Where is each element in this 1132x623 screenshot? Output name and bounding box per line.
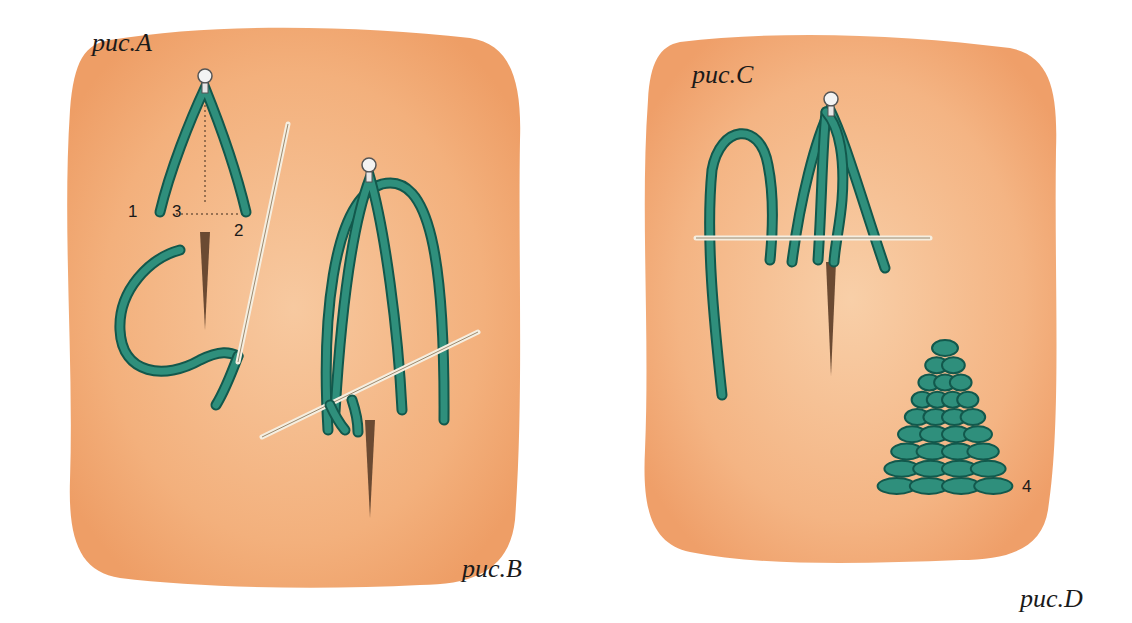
stitch — [961, 409, 986, 425]
thread — [352, 400, 358, 432]
thread — [160, 88, 246, 212]
drawing-part — [696, 238, 930, 239]
drawing-part — [366, 172, 372, 182]
figure-a — [120, 69, 288, 405]
thread-outline — [335, 178, 402, 412]
drawing-part — [262, 332, 478, 437]
callout-number: 2 — [234, 222, 243, 239]
figure-label: рис.D — [1020, 586, 1083, 612]
fabric-patch — [645, 35, 1057, 563]
thread — [710, 134, 773, 395]
thread — [330, 405, 345, 430]
figure-label: рис.C — [692, 62, 753, 88]
drawing-part — [696, 236, 930, 241]
drawing-part — [200, 232, 210, 330]
drawing-part — [826, 262, 836, 376]
thread-outline — [330, 405, 345, 430]
drawing-part — [198, 69, 212, 83]
thread — [792, 110, 885, 268]
thread-outline — [120, 250, 238, 371]
thread-outline — [160, 88, 246, 212]
stitch — [932, 340, 958, 356]
thread — [216, 356, 238, 405]
stitch — [974, 478, 1012, 494]
drawing-part — [202, 83, 208, 93]
figure-c — [696, 92, 930, 395]
callout-number: 3 — [172, 203, 181, 220]
figure-label: рис.A — [92, 30, 152, 56]
thread-outline — [710, 134, 773, 395]
thread-outline — [792, 110, 885, 268]
figure-d-stitch-pyramid — [878, 340, 1013, 494]
drawing-part — [238, 124, 288, 362]
drawing-part — [176, 213, 242, 215]
thread-outline — [216, 356, 238, 405]
drawing-part — [262, 332, 478, 437]
figure-b — [262, 158, 478, 518]
stitch — [967, 444, 998, 460]
fabric-patch — [67, 28, 520, 588]
callout-number: 4 — [1022, 478, 1031, 495]
drawing-part — [238, 124, 288, 362]
drawing-part — [365, 420, 375, 518]
callout-number: 1 — [128, 203, 137, 220]
stitch — [950, 375, 972, 391]
drawing-part — [362, 158, 376, 172]
stitch — [964, 426, 992, 442]
stitch — [971, 461, 1006, 477]
stitch — [942, 357, 965, 373]
figure-label: рис.B — [462, 556, 522, 582]
stitch — [957, 392, 978, 408]
thread — [120, 250, 238, 371]
thread-outline — [352, 400, 358, 432]
drawing-part — [824, 92, 838, 106]
drawing-part — [828, 106, 834, 116]
thread — [335, 178, 402, 412]
